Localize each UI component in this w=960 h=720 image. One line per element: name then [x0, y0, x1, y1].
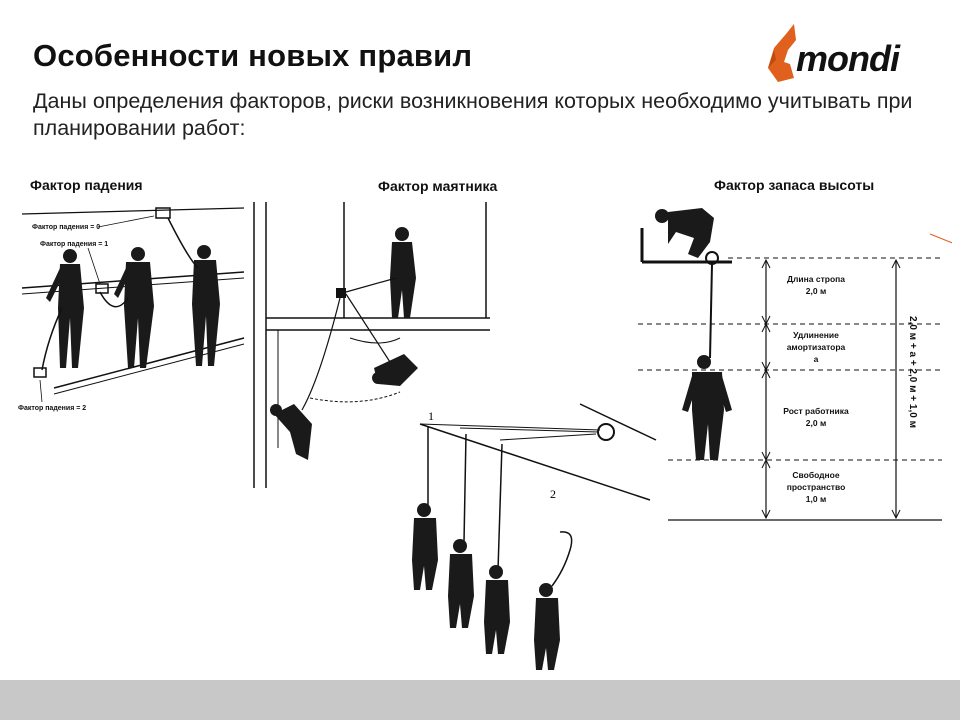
pendulum-factor-label: Фактор маятника [378, 178, 498, 194]
segment-3-line2: 2,0 м [806, 418, 826, 428]
logo-wordmark: mondi [796, 38, 900, 79]
total-clearance-label: 2,0 м + а + 2,0 м + 1,0 м [907, 316, 918, 428]
footer-bar [0, 680, 960, 720]
clearance-factor-label: Фактор запаса высоты [714, 177, 875, 193]
fall-factor-illustration: Фактор падения = 0 Фактор падения = 1 Фа… [18, 207, 245, 412]
fall-factor-1-label: Фактор падения = 1 [40, 241, 108, 248]
pendulum-factor-illustration [253, 202, 490, 488]
anchor-top [155, 207, 171, 219]
segment-3-line1: Рост работника [783, 406, 849, 416]
fall-factor-label: Фактор падения [30, 177, 143, 193]
marker-2: 2 [550, 487, 556, 501]
clearance-factor-illustration: Длина стропа 2,0 м Удлинение амортизатор… [638, 208, 952, 521]
pendulum-hanging-illustration: 1 2 [412, 403, 657, 670]
segment-1-line2: 2,0 м [806, 286, 826, 296]
segment-2-line1: Удлинение [793, 330, 839, 340]
segment-4-line3: 1,0 м [806, 494, 826, 504]
marker-1: 1 [428, 409, 434, 423]
segment-4-line2: пространство [787, 482, 846, 492]
segment-4-line1: Свободное [792, 470, 839, 480]
fall-factor-2-label: Фактор падения = 2 [18, 405, 86, 412]
mondi-logo-icon [768, 24, 796, 82]
segment-1-line1: Длина стропа [787, 274, 845, 284]
fall-factor-0-label: Фактор падения = 0 [32, 224, 100, 231]
segment-2-line3: а [814, 354, 819, 364]
slide-subtitle: Даны определения факторов, риски возникн… [33, 89, 913, 140]
segment-2-line2: амортизатора [787, 342, 846, 352]
slide-title: Особенности новых правил [33, 38, 473, 73]
